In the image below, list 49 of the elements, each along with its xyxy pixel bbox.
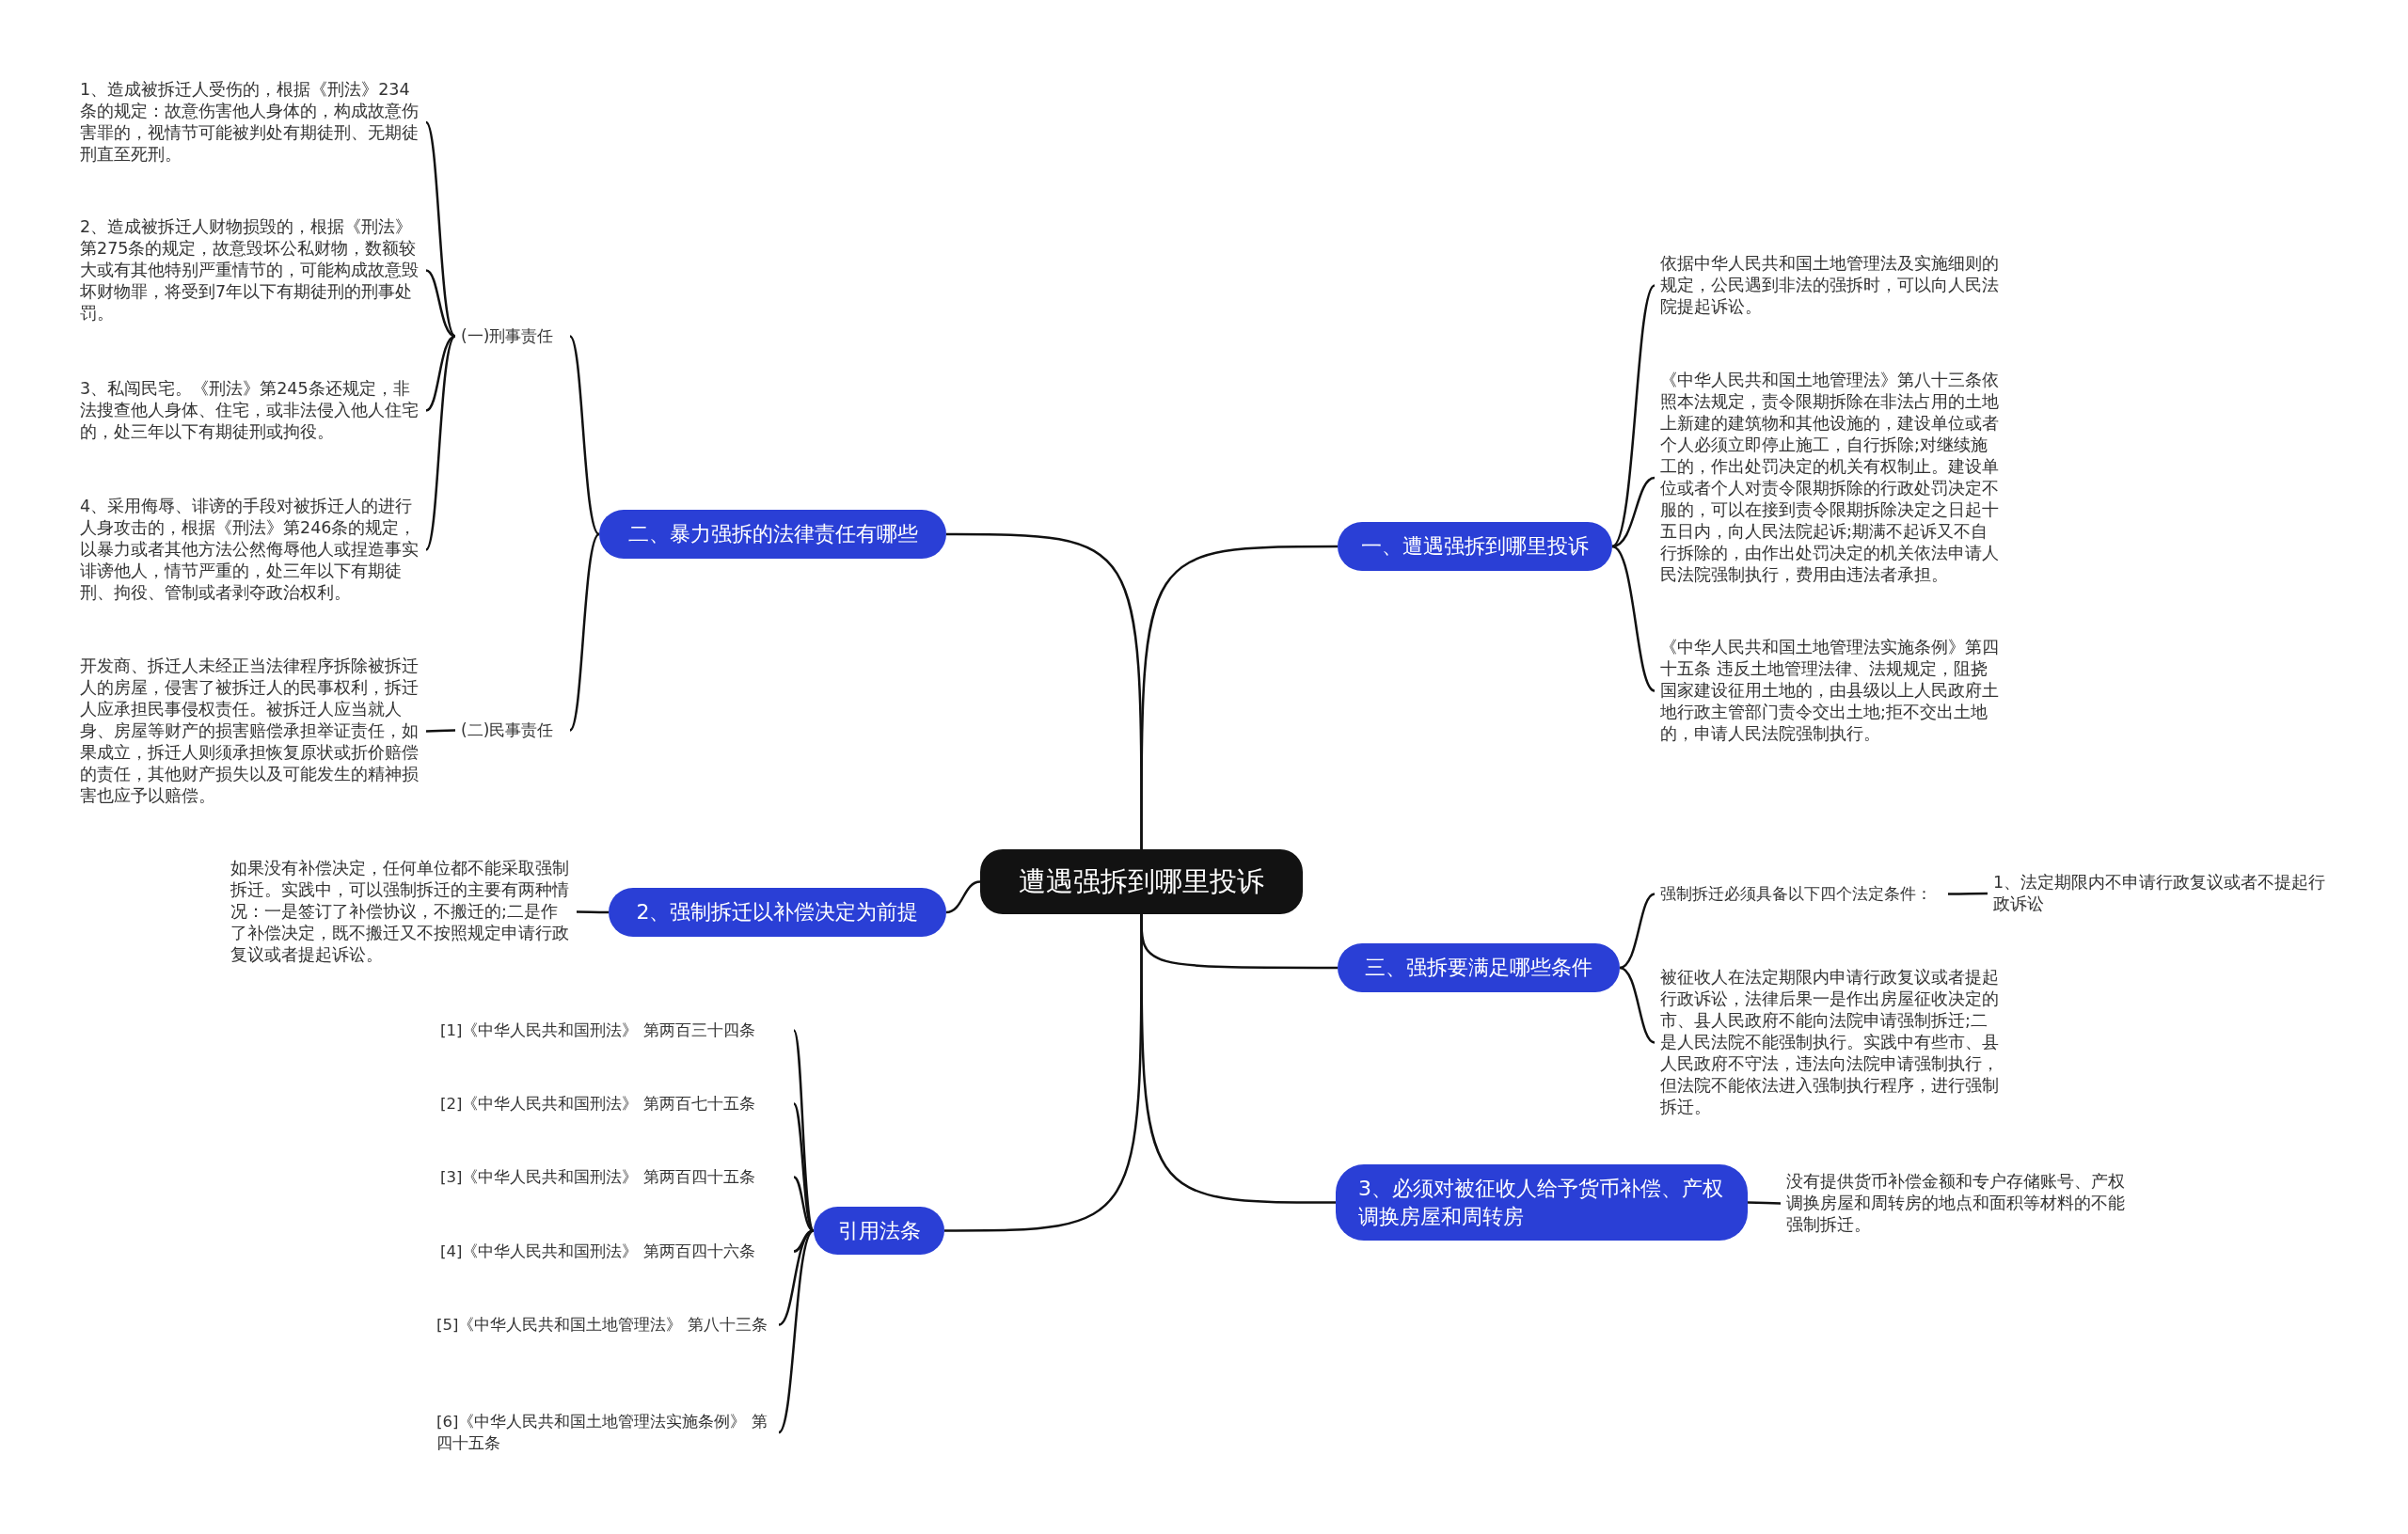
note-text: 《中华人民共和国土地管理法实施条例》第四十五条 违反土地管理法律、法规规定，阻挠国家建设征用土地的，由县级以上人民政府土地行政主管部门责令交出土地;拒不交出土地的，申请人民法院强制执行。: [1660, 637, 2001, 745]
note-text: 如果没有补偿决定，任何单位都不能采取强制拆迁。实践中，可以强制拆迁的主要有两种情况：一是签订了补偿协议，不搬迁的;二是作了补偿决定，既不搬迁又不按照规定申请行政复议或者提起诉讼。: [230, 858, 571, 966]
topic-box: 一、遭遇强拆到哪里投诉: [1338, 522, 1612, 571]
note-text: 开发商、拆迁人未经正当法律程序拆除被拆迁人的房屋，侵害了被拆迁人的民事权利，拆迁人应承担民事侵权责任。被拆迁人应当就人身、房屋等财产的损害赔偿承担举证责任，如果成立，拆迁人则须承担恢复原状或折价赔偿的责任，其他财产损失以及可能发生的精神损害也应予以赔偿。: [80, 656, 420, 807]
subtopic-label: (二)民事责任: [461, 720, 564, 741]
connector-line: [569, 335, 600, 535]
topic-box: 2、强制拆迁以补偿决定为前提: [609, 888, 946, 937]
citation-text: [1]《中华人民共和国刑法》 第两百三十四条: [440, 1020, 788, 1041]
connector-line: [778, 1229, 815, 1433]
note-text: 4、采用侮辱、诽谤的手段对被拆迁人的进行人身攻击的，根据《刑法》第246条的规定，以暴力或者其他方法公然侮辱他人或捏造事实诽谤他人，情节严重的，处三年以下有期徒刑、拘役、管制或者剥夺政治权利。: [80, 496, 420, 604]
connector-line: [1140, 545, 1338, 849]
connector-line: [569, 533, 600, 732]
subtopic-label: (一)刑事责任: [461, 325, 564, 347]
connector-line: [1611, 284, 1656, 547]
note-text: 2、造成被拆迁人财物损毁的，根据《刑法》第275条的规定，故意毁坏公私财物，数额较大或有其他特别严重情节的，可能构成故意毁坏财物罪，将受到7年以下有期徒刑的刑事处罚。: [80, 216, 420, 324]
connector-line: [945, 880, 981, 914]
connector-line: [425, 335, 456, 551]
note-text: 被征收人在法定期限内申请行政复议或者提起行政诉讼，法律后果一是作出房屋征收决定的市、县人民政府不能向法院申请强制拆迁;二是人民法院不能强制执行。实践中有些市、县人民政府不守法，违法向法院申请强制执行，但法院不能依法进入强制执行程序，进行强制拆迁。: [1660, 967, 2001, 1118]
connector-line: [793, 1176, 815, 1232]
topic-box: 引用法条: [814, 1207, 944, 1255]
connector-line: [1619, 966, 1656, 1044]
connector-line: [425, 269, 456, 338]
connector-line: [1611, 476, 1656, 548]
subtopic-label: 强制拆迁必须具备以下四个法定条件：: [1660, 883, 1942, 905]
note-text: 1、法定期限内不申请行政复议或者不提起行政诉讼: [1993, 872, 2334, 915]
connector-line: [1140, 914, 1336, 1204]
citation-text: [2]《中华人民共和国刑法》 第两百七十五条: [440, 1093, 788, 1115]
topic-box: 3、必须对被征收人给予货币补偿、产权调换房屋和周转房: [1336, 1164, 1748, 1241]
note-text: 3、私闯民宅。《刑法》第245条还规定，非法搜查他人身体、住宅，或非法侵入他人住宅的，处三年以下有期徒刑或拘役。: [80, 378, 420, 443]
connector-line: [1611, 545, 1656, 692]
note-text: 1、造成被拆迁人受伤的，根据《刑法》234条的规定：故意伤害他人身体的，构成故意伤害罪的，视情节可能被判处有期徒刑、无期徒刑直至死刑。: [80, 79, 420, 166]
topic-box: 三、强拆要满足哪些条件: [1338, 943, 1620, 992]
note-text: 依据中华人民共和国土地管理法及实施细则的规定，公民遇到非法的强拆时，可以向人民法院提起诉讼。: [1660, 253, 2001, 318]
citation-text: [3]《中华人民共和国刑法》 第两百四十五条: [440, 1166, 788, 1188]
connector-line: [1748, 1201, 1781, 1205]
connector-line: [1619, 893, 1656, 970]
citation-text: [5]《中华人民共和国土地管理法》 第八十三条: [436, 1314, 773, 1336]
citation-text: [6]《中华人民共和国土地管理法实施条例》 第四十五条: [436, 1411, 773, 1454]
connector-line: [425, 121, 456, 338]
connector-line: [1948, 892, 1988, 895]
connector-line: [425, 335, 456, 412]
topic-box: 二、暴力强拆的法律责任有哪些: [599, 510, 946, 559]
note-text: 《中华人民共和国土地管理法》第八十三条依照本法规定，责令限期拆除在非法占用的土地上新建的建筑物和其他设施的，建设单位或者个人必须立即停止施工，自行拆除;对继续施工的，作出处罚决定的机关有权制止。建设单位或者个人对责令限期拆除的行政处罚决定不服的，可以在接到责令限期拆除决定之日起十五日内，向人民法院起诉;期满不起诉又不自行拆除的，由作出处罚决定的机关依法申请人民法院强制执行，费用由违法者承担。: [1660, 370, 2001, 586]
citation-text: [4]《中华人民共和国刑法》 第两百四十六条: [440, 1241, 788, 1262]
connector-line: [577, 910, 609, 914]
connector-line: [778, 1229, 815, 1326]
note-text: 没有提供货币补偿金额和专户存储账号、产权调换房屋和周转房的地点和面积等材料的不能强制拆迁。: [1786, 1171, 2127, 1236]
connector-line: [426, 729, 455, 733]
central-topic-box: 遭遇强拆到哪里投诉: [980, 849, 1303, 914]
